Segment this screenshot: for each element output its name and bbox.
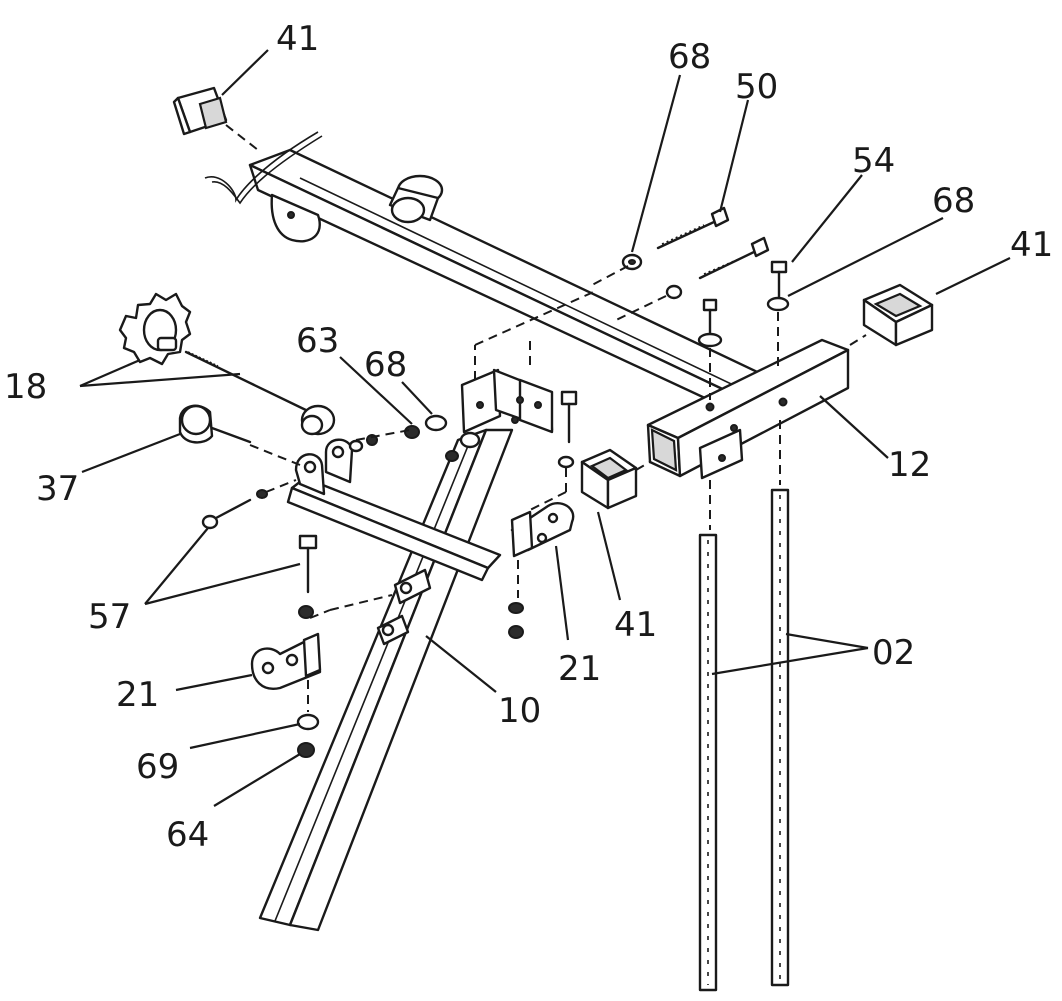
callout-41-top: 41 — [276, 19, 319, 59]
nut-63 — [404, 425, 420, 439]
nuts-bracket-right — [508, 602, 524, 639]
callout-68-right: 68 — [932, 181, 975, 221]
end-cap-41-right — [862, 283, 934, 347]
roller-37 — [178, 404, 252, 444]
callout-41-right: 41 — [1010, 225, 1053, 265]
upper-cross-tube — [204, 131, 772, 414]
callout-54: 54 — [852, 141, 895, 181]
callout-02: 02 — [872, 633, 915, 673]
callout-50: 50 — [735, 67, 778, 107]
end-cap-41-top-left — [172, 86, 228, 136]
bolt-50-lower — [698, 236, 770, 280]
bolt-57-vertical — [298, 534, 318, 619]
knob-18 — [118, 292, 192, 366]
nut-top — [665, 284, 683, 300]
sleeve-bushing — [388, 174, 444, 224]
washer-69 — [296, 713, 320, 731]
bolt-54 — [770, 260, 788, 302]
nut-64 — [297, 742, 315, 758]
leader-lines — [79, 49, 1011, 807]
bolt-50-upper — [656, 206, 730, 250]
callout-57: 57 — [88, 597, 131, 637]
callout-41-middle: 41 — [614, 605, 657, 645]
rod-18 — [184, 350, 336, 436]
callout-68-top: 68 — [668, 37, 711, 77]
callout-21-left: 21 — [116, 675, 159, 715]
callout-18: 18 — [4, 367, 47, 407]
lower-axle-tube — [286, 438, 502, 582]
callout-12: 12 — [888, 445, 931, 485]
callout-68-mid: 68 — [364, 345, 407, 385]
hinge-bracket-21-right — [510, 501, 575, 558]
end-cap-41-middle — [580, 448, 638, 510]
bolt-bracket-upper — [557, 390, 578, 469]
callout-21-right: 21 — [558, 649, 601, 689]
callout-64: 64 — [166, 815, 209, 855]
callout-63: 63 — [296, 321, 339, 361]
washer-68-right — [766, 296, 790, 312]
bolt-tube-top — [697, 298, 723, 348]
hinge-bracket-21-left — [250, 632, 322, 690]
callout-labels: 41 68 50 54 68 41 63 68 18 37 12 57 41 0… — [4, 19, 1053, 855]
upright-pole-left — [698, 533, 718, 992]
upright-pole-right — [770, 488, 790, 987]
square-tube-12 — [646, 338, 850, 480]
callout-37: 37 — [36, 469, 79, 509]
bolt-57-horizontal — [201, 489, 268, 530]
callout-10: 10 — [498, 691, 541, 731]
callout-69: 69 — [136, 747, 179, 787]
washer-68-mid — [424, 414, 481, 462]
